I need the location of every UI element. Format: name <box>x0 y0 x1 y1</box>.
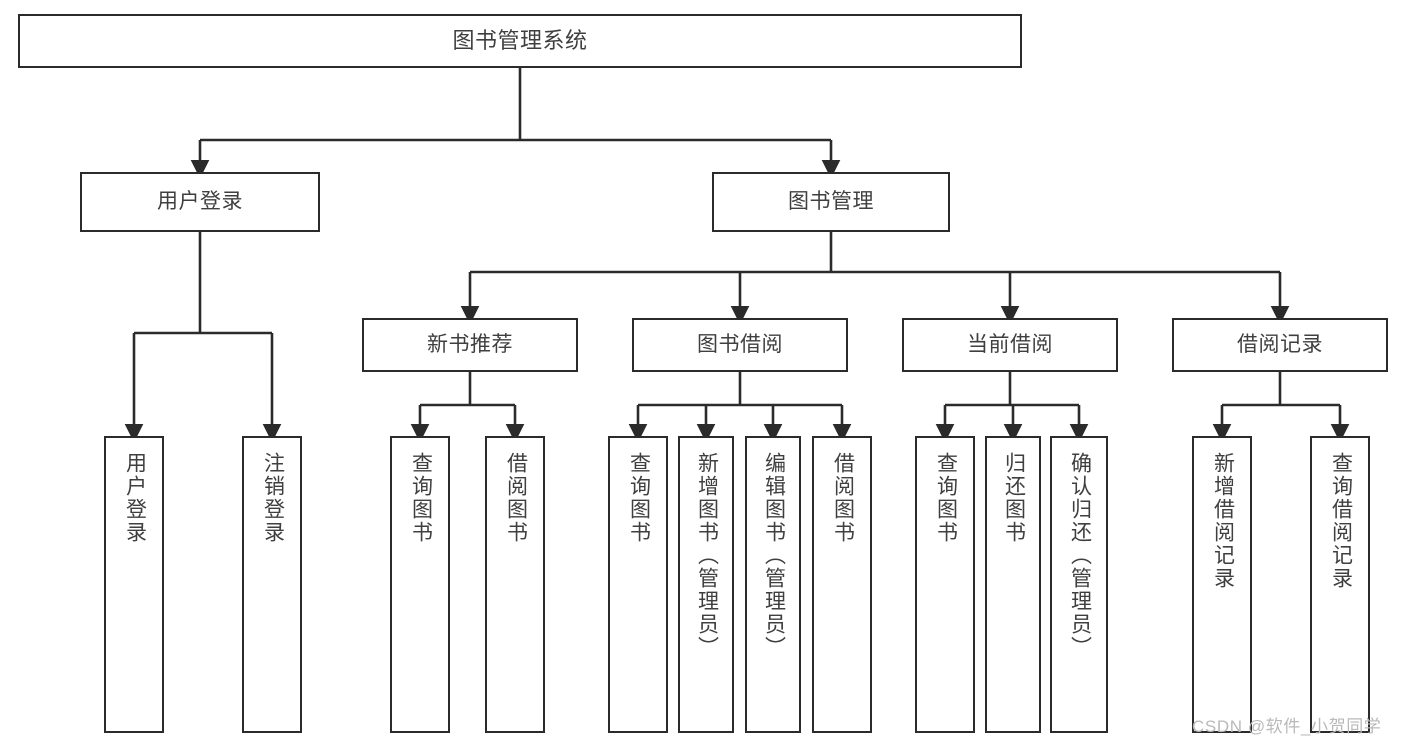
node-label: 用户登录 <box>157 189 243 213</box>
node-leaf-borrow-book-recommend[interactable]: 借阅图书 <box>485 436 545 733</box>
node-label: 图书管理系统 <box>452 28 588 54</box>
node-borrow-record[interactable]: 借阅记录 <box>1172 318 1388 372</box>
node-book-borrow[interactable]: 图书借阅 <box>632 318 848 372</box>
node-label: 确认归还（管理员） <box>1068 452 1092 659</box>
node-leaf-query-book-recommend[interactable]: 查询图书 <box>390 436 450 733</box>
node-leaf-add-borrow-record[interactable]: 新增借阅记录 <box>1192 436 1252 733</box>
node-leaf-return-book[interactable]: 归还图书 <box>985 436 1041 733</box>
node-leaf-confirm-return-admin[interactable]: 确认归还（管理员） <box>1050 436 1108 733</box>
node-label: 图书管理 <box>788 189 874 213</box>
node-label: 查询图书 <box>627 452 651 544</box>
node-new-book-recommend[interactable]: 新书推荐 <box>362 318 578 372</box>
node-user-login[interactable]: 用户登录 <box>80 172 320 232</box>
node-root-book-management-system[interactable]: 图书管理系统 <box>18 14 1022 68</box>
node-label: 当前借阅 <box>967 332 1053 356</box>
node-label: 借阅图书 <box>504 452 528 544</box>
node-label: 新书推荐 <box>427 332 513 356</box>
node-label: 图书借阅 <box>697 332 783 356</box>
node-leaf-query-book-borrow[interactable]: 查询图书 <box>608 436 668 733</box>
node-label: 注销登录 <box>261 452 285 544</box>
node-leaf-borrow-book[interactable]: 借阅图书 <box>812 436 872 733</box>
node-leaf-user-login[interactable]: 用户登录 <box>104 436 164 733</box>
node-label: 查询图书 <box>409 452 433 544</box>
node-current-borrow[interactable]: 当前借阅 <box>902 318 1118 372</box>
node-label: 借阅记录 <box>1237 332 1323 356</box>
node-leaf-query-book-current[interactable]: 查询图书 <box>915 436 975 733</box>
node-leaf-logout[interactable]: 注销登录 <box>242 436 302 733</box>
node-label: 新增借阅记录 <box>1211 452 1235 590</box>
node-label: 用户登录 <box>123 452 147 544</box>
watermark-csdn: CSDN @软件_小贺同学 <box>1192 717 1382 736</box>
node-leaf-query-borrow-record[interactable]: 查询借阅记录 <box>1310 436 1370 733</box>
node-leaf-add-book-admin[interactable]: 新增图书（管理员） <box>678 436 734 733</box>
node-book-management[interactable]: 图书管理 <box>712 172 950 232</box>
node-label: 归还图书 <box>1002 452 1026 544</box>
node-label: 新增图书（管理员） <box>695 452 719 659</box>
node-label: 借阅图书 <box>831 452 855 544</box>
node-leaf-edit-book-admin[interactable]: 编辑图书（管理员） <box>745 436 801 733</box>
node-label: 查询图书 <box>934 452 958 544</box>
node-label: 查询借阅记录 <box>1329 452 1353 590</box>
node-label: 编辑图书（管理员） <box>762 452 786 659</box>
